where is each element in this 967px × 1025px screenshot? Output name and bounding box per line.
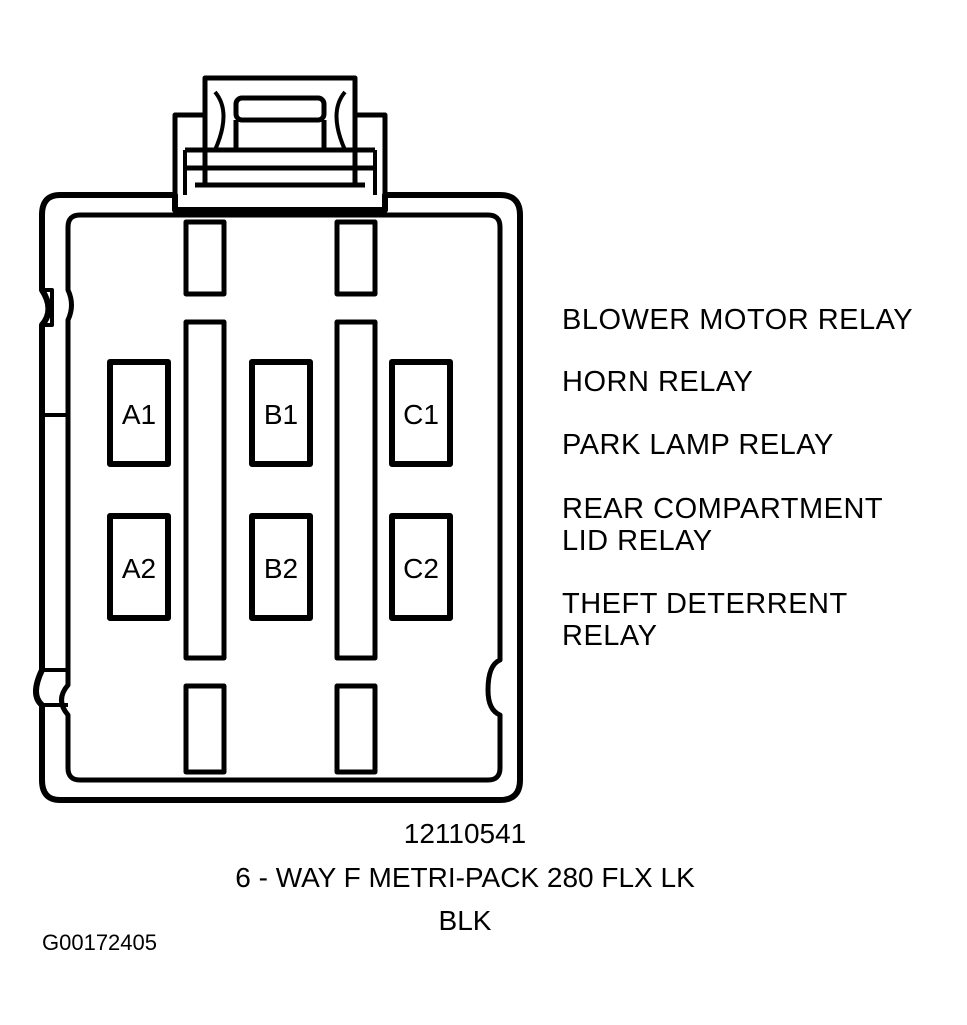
divider-ribs bbox=[183, 319, 378, 661]
terminal-label-c1: C1 bbox=[403, 399, 439, 430]
connector-description: 6 - WAY F METRI-PACK 280 FLX LK bbox=[235, 862, 695, 893]
cavity-b1 bbox=[249, 359, 313, 467]
cavity-a1 bbox=[107, 359, 171, 467]
legend-item-c1: PARK LAMP RELAY bbox=[562, 429, 834, 461]
figure-code: G00172405 bbox=[42, 930, 157, 955]
cavity-a2 bbox=[107, 513, 171, 621]
connector-color: BLK bbox=[438, 905, 492, 936]
legend-line: BLOWER MOTOR RELAY bbox=[562, 304, 914, 336]
legend-item-a1: BLOWER MOTOR RELAY bbox=[562, 304, 913, 336]
terminal-label-a1: A1 bbox=[122, 399, 156, 430]
connector-latch bbox=[172, 75, 388, 210]
connector-housing bbox=[33, 192, 523, 803]
legend-item-a2: REAR COMPARTMENT LID RELAY bbox=[562, 493, 883, 557]
terminal-label-c2: C2 bbox=[403, 553, 439, 584]
cavity-c1 bbox=[389, 359, 453, 467]
legend-line: PARK LAMP RELAY bbox=[562, 429, 834, 461]
part-number: 12110541 bbox=[403, 818, 527, 849]
legend-line: LID RELAY bbox=[562, 525, 713, 557]
legend-line: RELAY bbox=[562, 620, 658, 652]
cavity-b2 bbox=[249, 513, 313, 621]
bottom-guide-slots bbox=[183, 683, 378, 775]
terminal-cavities bbox=[107, 359, 453, 621]
terminal-label-a2: A2 bbox=[122, 553, 156, 584]
legend-item-b1: HORN RELAY bbox=[562, 366, 753, 398]
legend-line: THEFT DETERRENT bbox=[562, 588, 848, 620]
legend-item-b2: THEFT DETERRENT RELAY bbox=[562, 588, 848, 652]
cavity-c2 bbox=[389, 513, 453, 621]
top-guide-slots bbox=[183, 219, 378, 297]
legend-line: HORN RELAY bbox=[562, 366, 754, 398]
terminal-label-b1: B1 bbox=[264, 399, 298, 430]
legend-line: REAR COMPARTMENT bbox=[562, 493, 884, 525]
terminal-label-b2: B2 bbox=[264, 553, 298, 584]
